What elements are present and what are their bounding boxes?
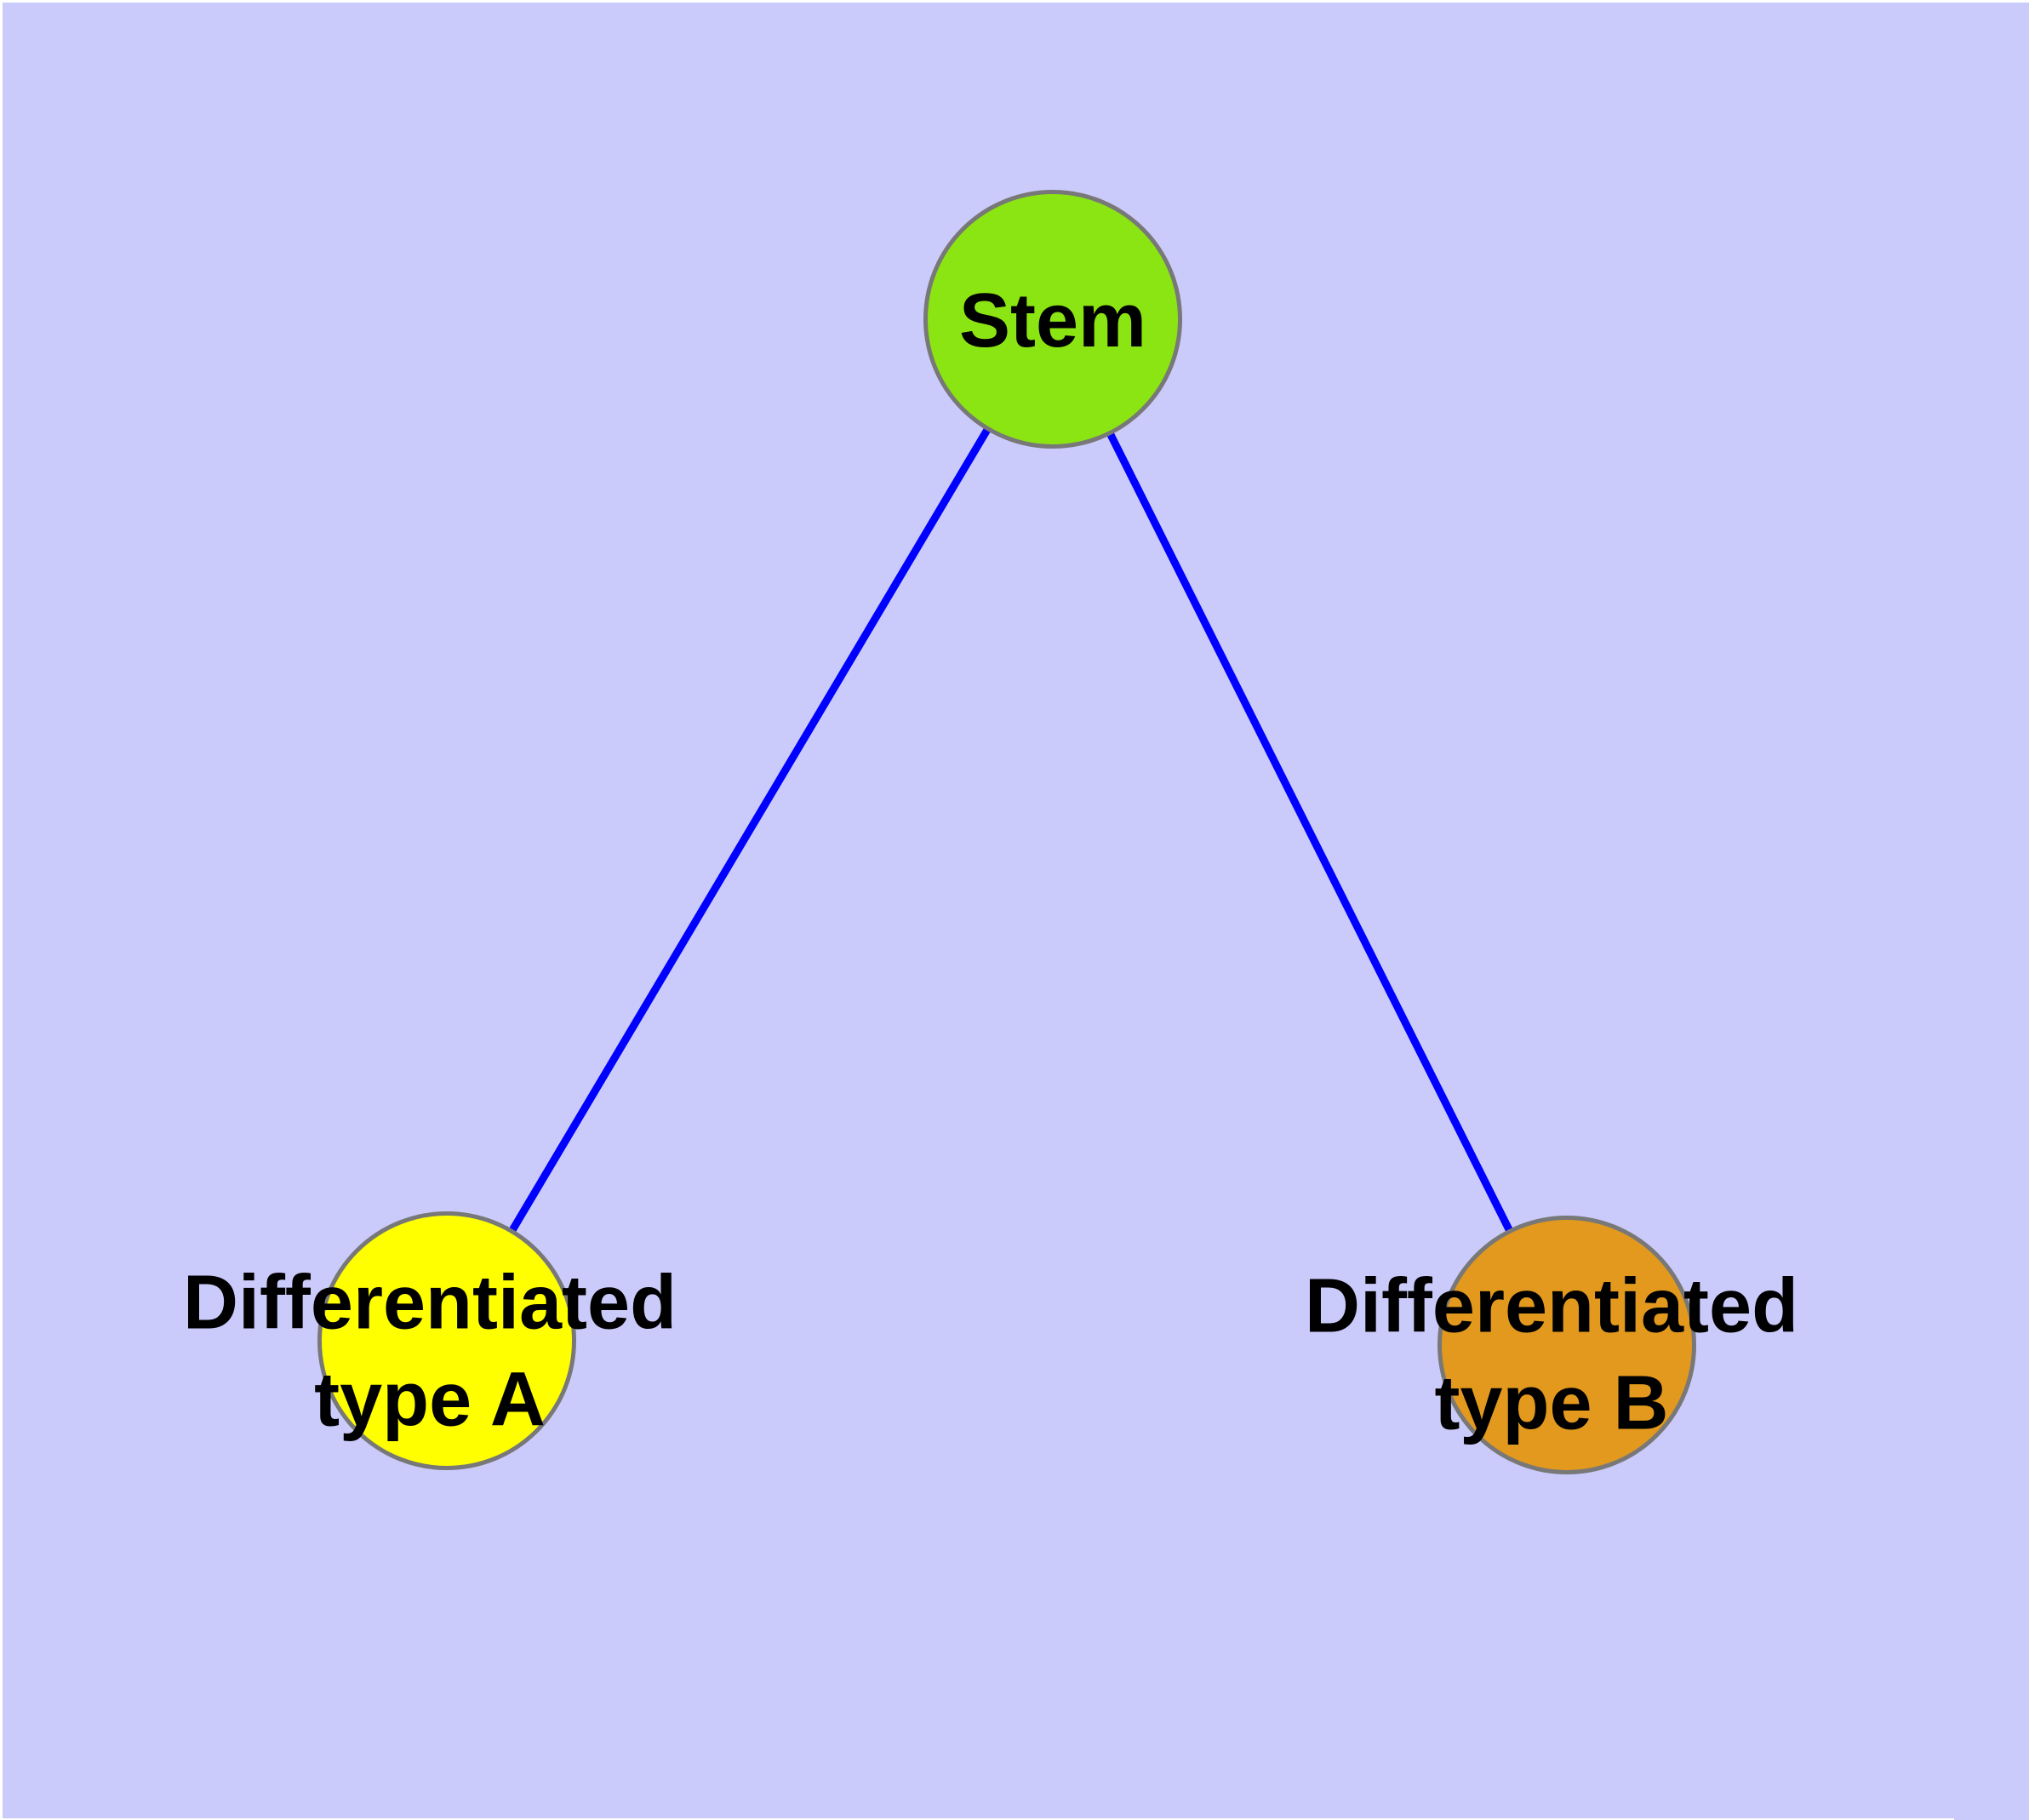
node-differentiated-type-b [1437,1216,1696,1474]
edge-stem-to-type-b [1049,317,1571,1348]
node-differentiated-type-a [317,1211,576,1470]
node-label-stem: Stem [958,278,1147,363]
window-edge-left [0,0,3,1820]
edge-stem-to-type-a [443,317,1056,1343]
window-edge-bottom [0,1818,1954,1820]
window-edge-top [0,0,2029,3]
node-label-differentiated-type-b: Differentiated type B [1304,1263,1799,1446]
node-label-differentiated-type-a: Differentiated type A [182,1260,677,1443]
node-stem-cell [923,190,1182,449]
